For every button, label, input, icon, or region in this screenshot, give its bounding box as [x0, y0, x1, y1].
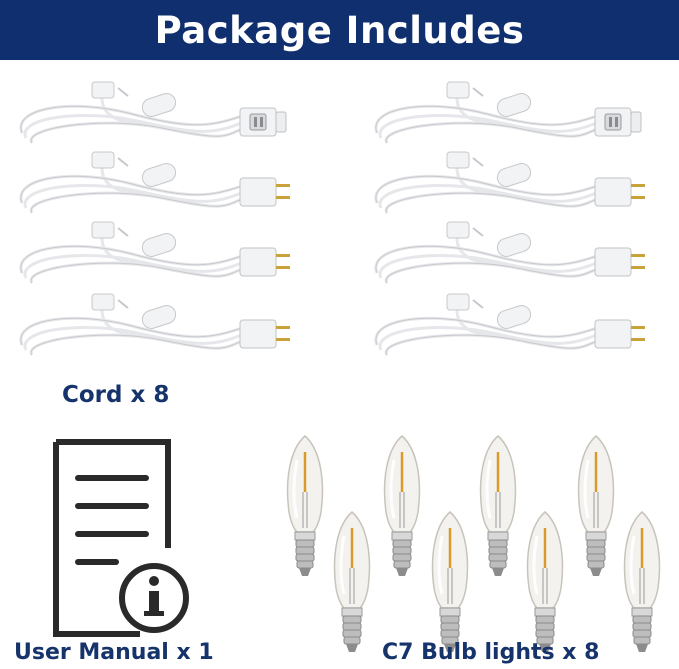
cord-icon	[19, 81, 287, 144]
c7-bulb-icon	[333, 511, 371, 652]
cord-icon	[19, 151, 290, 214]
cord-icon	[374, 221, 645, 284]
manual-label: User Manual x 1	[14, 640, 214, 665]
bulb-label: C7 Bulb lights x 8	[382, 640, 600, 665]
cord-icon	[374, 151, 645, 214]
cord-icon	[19, 293, 290, 356]
cord-icon	[19, 221, 290, 284]
cord-label: Cord x 8	[62, 382, 170, 408]
c7-bulb-icon	[431, 511, 469, 652]
c7-bulb-icon	[479, 435, 517, 576]
c7-bulb-icon	[526, 511, 564, 652]
header-banner: Package Includes	[0, 0, 679, 60]
c7-bulb-icon	[286, 435, 324, 576]
c7-bulb-icon	[577, 435, 615, 576]
cord-icon	[374, 81, 642, 144]
document-info-icon	[53, 439, 189, 637]
cord-icon	[374, 293, 645, 356]
page-title: Package Includes	[154, 8, 525, 52]
c7-bulb-icon	[383, 435, 421, 576]
c7-bulb-icon	[623, 511, 661, 652]
